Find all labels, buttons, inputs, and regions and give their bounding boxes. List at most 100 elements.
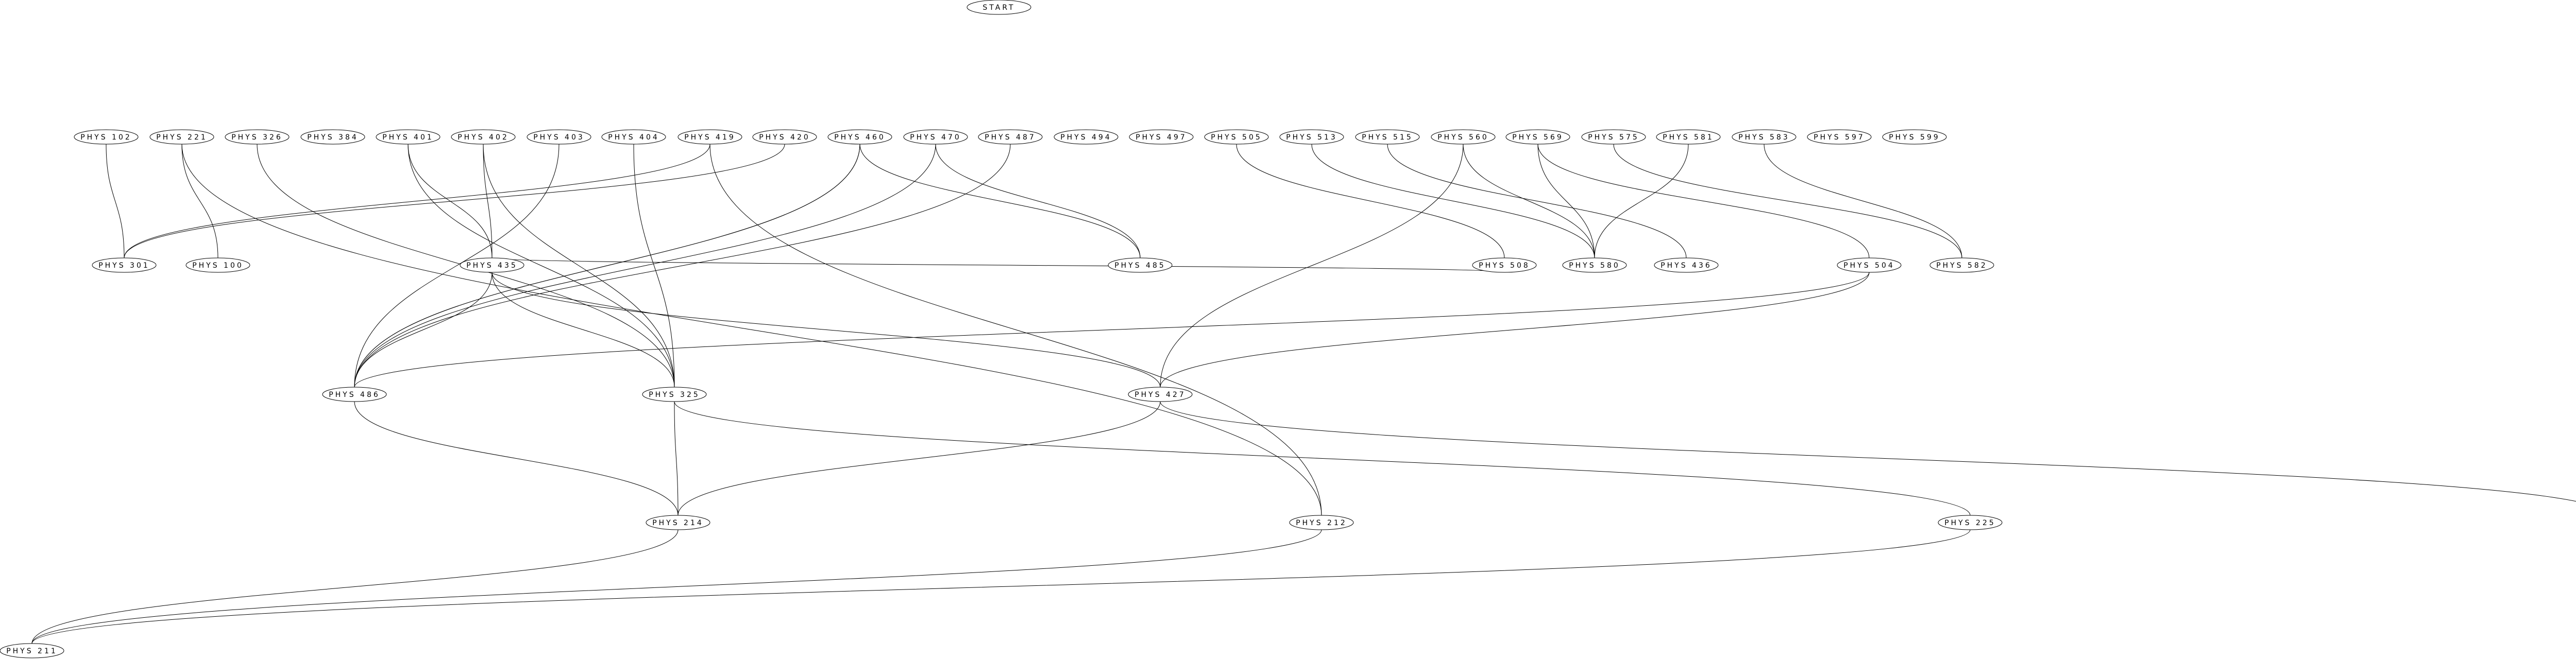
- node-phys486[interactable]: PHYS 486: [322, 387, 387, 402]
- edge-phys575-to-phys582: [1613, 144, 1962, 258]
- node-phys100[interactable]: PHYS 100: [185, 257, 250, 273]
- node-phys420[interactable]: PHYS 420: [752, 129, 817, 145]
- node-phys582[interactable]: PHYS 582: [1929, 257, 1994, 273]
- node-ellipse: [1929, 257, 1994, 273]
- node-label: PHYS 384: [307, 133, 359, 142]
- node-phys211[interactable]: PHYS 211: [0, 643, 64, 658]
- edge-phys420-to-phys301: [124, 144, 785, 258]
- node-ellipse: [1355, 129, 1420, 145]
- node-phys513[interactable]: PHYS 513: [1279, 129, 1344, 145]
- node-phys436[interactable]: PHYS 436: [1654, 257, 1719, 273]
- edge-phys470-to-phys486: [354, 144, 936, 388]
- edge-phys560-to-phys427: [1160, 144, 1464, 388]
- node-label: PHYS 575: [1588, 133, 1639, 142]
- node-phys102[interactable]: PHYS 102: [74, 129, 139, 145]
- node-phys470[interactable]: PHYS 470: [903, 129, 968, 145]
- node-phys427[interactable]: PHYS 427: [1128, 387, 1193, 402]
- node-label: PHYS 102: [80, 133, 132, 142]
- node-label: PHYS 504: [1843, 262, 1895, 270]
- node-phys569[interactable]: PHYS 569: [1505, 129, 1570, 145]
- edge-phys102-to-phys301: [106, 144, 125, 258]
- edge-phys504-to-phys486: [354, 272, 1870, 388]
- node-phys487[interactable]: PHYS 487: [978, 129, 1043, 145]
- node-ellipse: [1129, 129, 1194, 145]
- node-phys221[interactable]: PHYS 221: [149, 129, 214, 145]
- node-phys404[interactable]: PHYS 404: [601, 129, 666, 145]
- node-ellipse: [1128, 387, 1193, 402]
- node-ellipse: [92, 257, 157, 273]
- node-ellipse: [322, 387, 387, 402]
- node-phys599[interactable]: PHYS 599: [1882, 129, 1947, 145]
- node-phys508[interactable]: PHYS 508: [1472, 257, 1537, 273]
- node-label: PHYS 494: [1060, 133, 1112, 142]
- node-phys212[interactable]: PHYS 212: [1289, 515, 1354, 530]
- node-phys515[interactable]: PHYS 515: [1355, 129, 1420, 145]
- node-phys460[interactable]: PHYS 460: [827, 129, 892, 145]
- node-ellipse: [1054, 129, 1118, 145]
- edge-phys402-to-phys325: [483, 144, 675, 388]
- node-label: PHYS 513: [1286, 133, 1337, 142]
- node-label: PHYS 221: [156, 133, 208, 142]
- edge-phys402-to-phys435: [483, 144, 493, 258]
- node-phys214[interactable]: PHYS 214: [646, 515, 710, 530]
- node-start[interactable]: START: [967, 0, 1031, 15]
- edge-phys569-to-phys504: [1537, 144, 1870, 258]
- edge-phys581-to-phys580: [1594, 144, 1689, 258]
- edge-phys504-to-phys427: [1160, 272, 1870, 388]
- edge-phys435-to-phys508: [492, 257, 1505, 273]
- node-phys597[interactable]: PHYS 597: [1807, 129, 1872, 145]
- node-ellipse: [1837, 257, 1902, 273]
- node-phys497[interactable]: PHYS 497: [1129, 129, 1194, 145]
- node-label: PHYS 583: [1738, 133, 1790, 142]
- node-label: PHYS 508: [1479, 262, 1530, 270]
- edge-phys325-to-phys214: [674, 401, 679, 516]
- edge-phys403-to-phys486: [354, 144, 560, 388]
- node-phys504[interactable]: PHYS 504: [1837, 257, 1902, 273]
- edge-phys470-to-phys485: [935, 144, 1141, 258]
- edge-phys513-to-phys580: [1311, 144, 1595, 258]
- node-phys485[interactable]: PHYS 485: [1108, 257, 1173, 273]
- node-label: PHYS 470: [910, 133, 961, 142]
- node-phys403[interactable]: PHYS 403: [527, 129, 591, 145]
- node-phys384[interactable]: PHYS 384: [300, 129, 365, 145]
- node-label: PHYS 486: [329, 391, 380, 399]
- node-phys560[interactable]: PHYS 560: [1431, 129, 1496, 145]
- node-ellipse: [300, 129, 365, 145]
- node-ellipse: [460, 257, 524, 273]
- node-phys581[interactable]: PHYS 581: [1656, 129, 1721, 145]
- edge-phys435-to-phys486: [354, 272, 493, 388]
- edge-phys419-to-phys301: [124, 144, 710, 258]
- node-label: PHYS 402: [457, 133, 509, 142]
- node-label: PHYS 403: [533, 133, 585, 142]
- node-phys419[interactable]: PHYS 419: [677, 129, 742, 145]
- node-phys583[interactable]: PHYS 583: [1732, 129, 1797, 145]
- edge-phys435-to-phys427: [492, 272, 1161, 388]
- edge-phys583-to-phys582: [1764, 144, 1962, 258]
- node-phys435[interactable]: PHYS 435: [460, 257, 524, 273]
- node-phys575[interactable]: PHYS 575: [1581, 129, 1646, 145]
- node-ellipse: [1472, 257, 1537, 273]
- node-label: PHYS 560: [1437, 133, 1489, 142]
- node-ellipse: [1732, 129, 1797, 145]
- node-ellipse: [1505, 129, 1570, 145]
- edge-phys560-to-phys580: [1463, 144, 1595, 258]
- edge-phys401-to-phys435: [408, 144, 493, 258]
- node-label: PHYS 301: [98, 262, 150, 270]
- node-ellipse: [752, 129, 817, 145]
- node-label: START: [982, 4, 1015, 12]
- node-ellipse: [1289, 515, 1354, 530]
- node-phys505[interactable]: PHYS 505: [1204, 129, 1269, 145]
- node-ellipse: [1204, 129, 1269, 145]
- node-phys225[interactable]: PHYS 225: [1938, 515, 2003, 530]
- node-phys580[interactable]: PHYS 580: [1562, 257, 1627, 273]
- node-phys301[interactable]: PHYS 301: [92, 257, 157, 273]
- node-phys402[interactable]: PHYS 402: [451, 129, 516, 145]
- node-ellipse: [1656, 129, 1721, 145]
- node-phys325[interactable]: PHYS 325: [642, 387, 707, 402]
- node-ellipse: [1431, 129, 1496, 145]
- node-phys326[interactable]: PHYS 326: [225, 129, 290, 145]
- node-ellipse: [646, 515, 710, 530]
- node-phys494[interactable]: PHYS 494: [1054, 129, 1118, 145]
- node-ellipse: [1108, 257, 1173, 273]
- node-phys401[interactable]: PHYS 401: [376, 129, 440, 145]
